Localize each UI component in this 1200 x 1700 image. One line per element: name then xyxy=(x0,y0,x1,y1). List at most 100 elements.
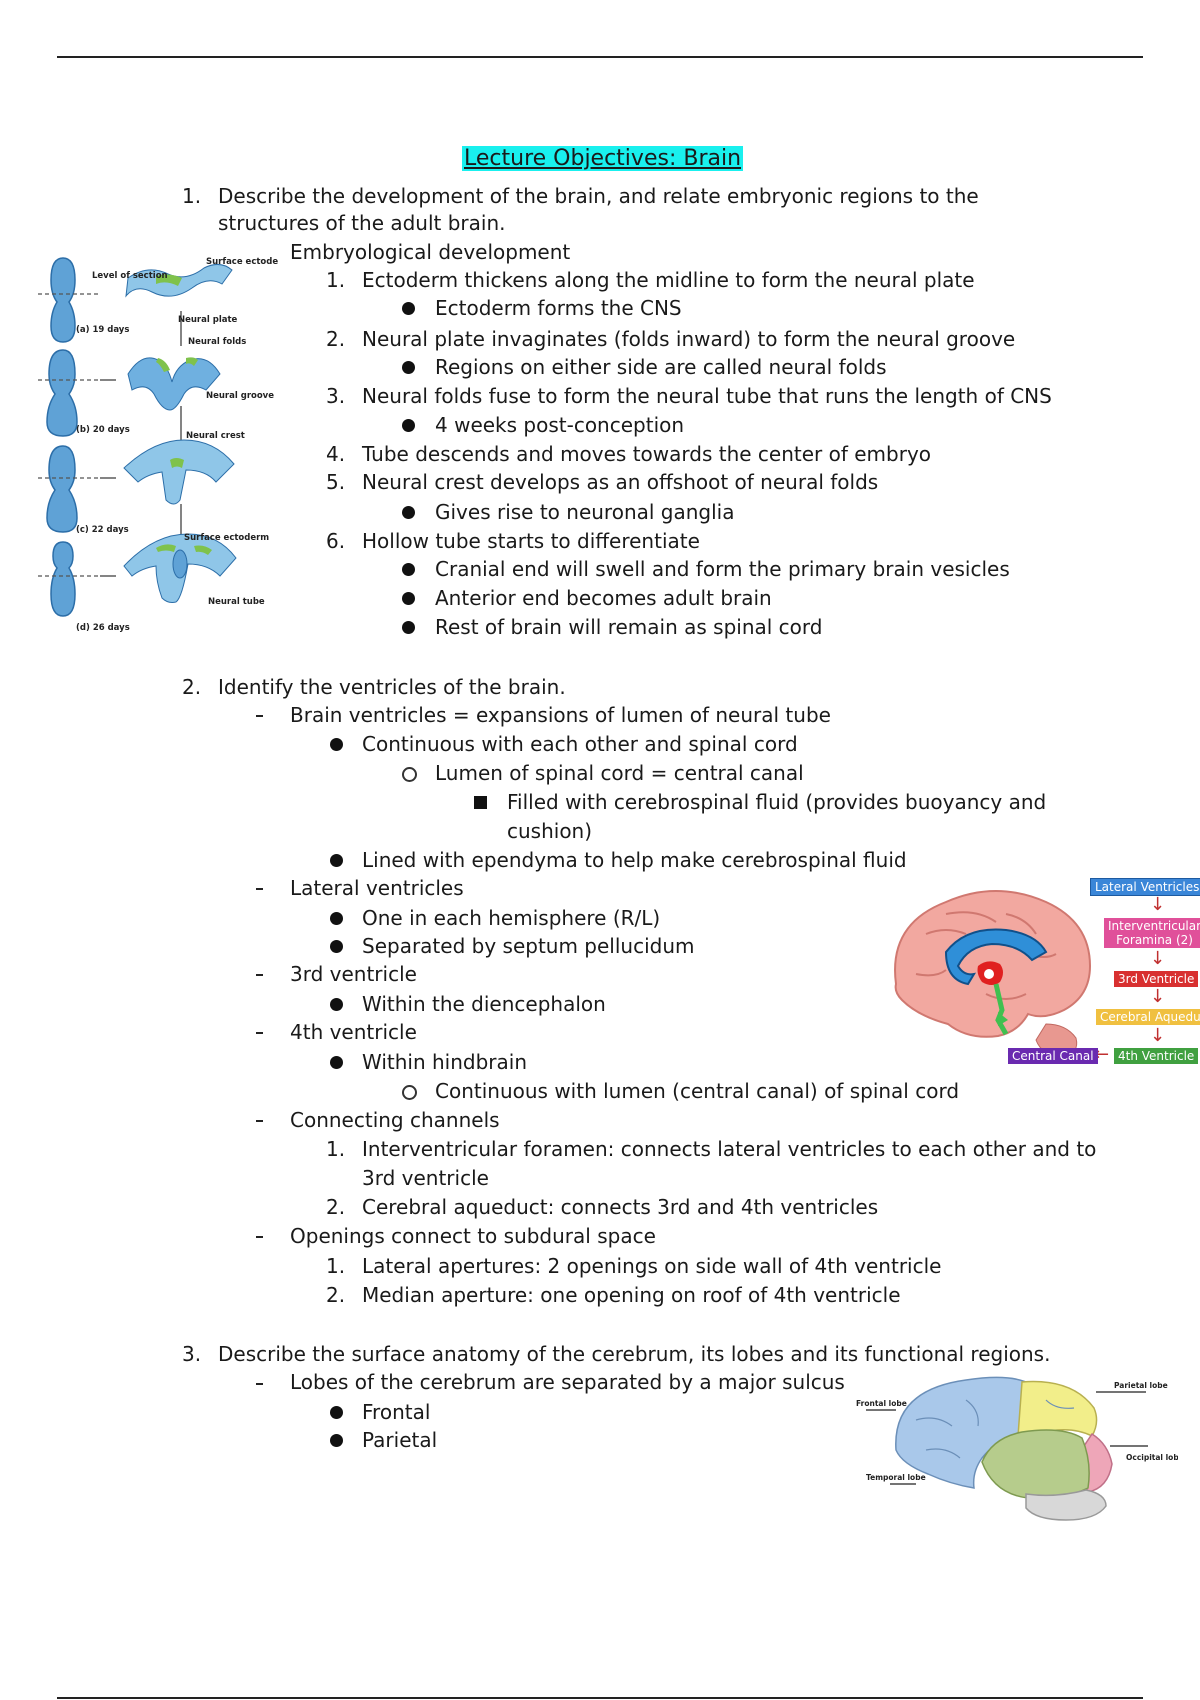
label-occipital-lobe: Occipital lobe xyxy=(1126,1453,1178,1462)
label-surface-ectoderm-2: Surface ectoderm xyxy=(184,533,269,543)
objective-1-text-cont: structures of the adult brain. xyxy=(218,211,506,235)
bullet-icon xyxy=(402,419,415,432)
bullet-text: Cranial end will swell and form the prim… xyxy=(435,557,1010,581)
bullet-text: Rest of brain will remain as spinal cord xyxy=(435,615,823,639)
item-text: Ectoderm thickens along the midline to f… xyxy=(362,268,975,292)
bottom-rule xyxy=(57,1697,1143,1699)
item-number: 5. xyxy=(326,470,346,494)
label-parietal-lobe: Parietal lobe xyxy=(1114,1381,1168,1390)
ventricle-line: 3rd ventricle xyxy=(290,962,417,986)
bullet-icon xyxy=(330,998,343,1011)
label-neural-folds: Neural folds xyxy=(188,337,246,347)
bullet-icon xyxy=(330,940,343,953)
lobes-line: Lobes of the cerebrum are separated by a… xyxy=(290,1370,845,1394)
ventricle-line: Connecting channels xyxy=(290,1108,500,1132)
dash-icon xyxy=(256,1383,263,1385)
ventricle-line: Interventricular foramen: connects later… xyxy=(362,1137,1097,1161)
square-bullet-icon xyxy=(474,796,487,809)
ventricle-line: Cerebral aqueduct: connects 3rd and 4th … xyxy=(362,1195,879,1219)
arrow-down-icon: ↓ xyxy=(1150,986,1166,1007)
ventricle-line: Separated by septum pellucidum xyxy=(362,934,695,958)
top-rule xyxy=(57,56,1143,58)
label-neural-groove: Neural groove xyxy=(206,391,274,401)
label-temporal-lobe: Temporal lobe xyxy=(866,1473,926,1482)
bullet-icon xyxy=(402,506,415,519)
page-title: Lecture Objectives: Brain xyxy=(462,146,744,171)
label-19-days: (a) 19 days xyxy=(76,325,129,335)
bullet-icon xyxy=(330,738,343,751)
label-frontal-lobe: Frontal lobe xyxy=(856,1399,907,1408)
ventricle-line: Continuous with each other and spinal co… xyxy=(362,732,798,756)
bullet-text: Gives rise to neuronal ganglia xyxy=(435,500,735,524)
item-text: Neural folds fuse to form the neural tub… xyxy=(362,384,1052,408)
flow-inter-line2: Foramina (2) xyxy=(1116,933,1193,947)
arrow-down-icon: ↓ xyxy=(1150,948,1166,969)
flow-inter-line1: Interventricular xyxy=(1108,919,1200,933)
objective-2-text: Identify the ventricles of the brain. xyxy=(218,675,566,699)
dash-icon xyxy=(256,1032,263,1034)
ventricle-line: Within the diencephalon xyxy=(362,992,606,1016)
bullet-icon xyxy=(402,563,415,576)
objective-3-text: Describe the surface anatomy of the cere… xyxy=(218,1342,1051,1366)
ventricle-line: Lateral apertures: 2 openings on side wa… xyxy=(362,1254,942,1278)
ventricle-line: 4th ventricle xyxy=(290,1020,417,1044)
bullet-icon xyxy=(330,1406,343,1419)
bullet-icon xyxy=(330,1056,343,1069)
item-number: 2. xyxy=(326,327,346,351)
label-neural-crest: Neural crest xyxy=(186,431,245,441)
cerebral-lobes-figure: Frontal lobe Parietal lobe Occipital lob… xyxy=(856,1376,1178,1521)
ventricle-line: Lumen of spinal cord = central canal xyxy=(435,761,804,785)
bullet-text: 4 weeks post-conception xyxy=(435,413,685,437)
neural-tube-development-figure: Level of section Surface ectoderm Neural… xyxy=(38,257,278,633)
ventricle-brain-figure xyxy=(894,890,1092,1057)
item-number: 1. xyxy=(326,268,346,292)
ventricle-line: Lined with ependyma to help make cerebro… xyxy=(362,848,907,872)
dash-icon xyxy=(256,715,263,717)
ventricle-line: Filled with cerebrospinal fluid (provide… xyxy=(507,790,1047,814)
ventricle-line: Median aperture: one opening on roof of … xyxy=(362,1283,901,1307)
flow-interventricular-foramina: Interventricular Foramina (2) xyxy=(1104,918,1200,948)
ventricle-line: 3rd ventricle xyxy=(362,1166,489,1190)
label-22-days: (c) 22 days xyxy=(76,525,129,535)
ring-bullet-icon xyxy=(402,1085,417,1100)
flow-central-canal: Central Canal xyxy=(1008,1048,1098,1064)
flow-4th-ventricle: 4th Ventricle xyxy=(1114,1048,1199,1064)
item-number: 1. xyxy=(326,1137,346,1161)
arrow-down-icon: ↓ xyxy=(1150,894,1166,915)
ring-bullet-icon xyxy=(402,767,417,782)
item-number: 1. xyxy=(326,1254,346,1278)
flow-cerebral-aqueduct: Cerebral Aqueduct xyxy=(1096,1009,1200,1025)
arrow-down-icon: ↓ xyxy=(1150,1025,1166,1046)
item-number: 3. xyxy=(326,384,346,408)
item-text: Neural plate invaginates (folds inward) … xyxy=(362,327,1016,351)
item-number: 6. xyxy=(326,529,346,553)
bullet-icon xyxy=(330,1434,343,1447)
objective-3-number: 3. xyxy=(182,1342,202,1366)
objective-2-number: 2. xyxy=(182,675,202,699)
embryology-heading: Embryological development xyxy=(290,240,571,264)
dash-icon xyxy=(256,1120,263,1122)
ventricle-line: One in each hemisphere (R/L) xyxy=(362,906,661,930)
flow-lateral-ventricles: Lateral Ventricles xyxy=(1090,878,1200,896)
bullet-icon xyxy=(402,621,415,634)
ventricle-line: Openings connect to subdural space xyxy=(290,1224,656,1248)
item-number: 2. xyxy=(326,1195,346,1219)
item-number: 2. xyxy=(326,1283,346,1307)
item-text: Tube descends and moves towards the cent… xyxy=(362,442,932,466)
ventricle-line: cushion) xyxy=(507,819,593,843)
label-level: Level of section xyxy=(92,271,168,281)
ventricle-line: Lateral ventricles xyxy=(290,876,464,900)
dash-icon xyxy=(256,1236,263,1238)
bullet-icon xyxy=(402,302,415,315)
bullet-icon xyxy=(330,912,343,925)
bullet-text: Regions on either side are called neural… xyxy=(435,355,887,379)
bullet-text: Anterior end becomes adult brain xyxy=(435,586,772,610)
bullet-text: Ectoderm forms the CNS xyxy=(435,296,682,320)
bullet-icon xyxy=(402,361,415,374)
ventricle-line: Continuous with lumen (central canal) of… xyxy=(435,1079,960,1103)
label-26-days: (d) 26 days xyxy=(76,623,130,633)
arrow-left-icon: ← xyxy=(1094,1044,1110,1065)
lobe-parietal: Parietal xyxy=(362,1428,438,1452)
item-text: Neural crest develops as an offshoot of … xyxy=(362,470,879,494)
label-surface-ectoderm: Surface ectoderm xyxy=(206,257,278,267)
